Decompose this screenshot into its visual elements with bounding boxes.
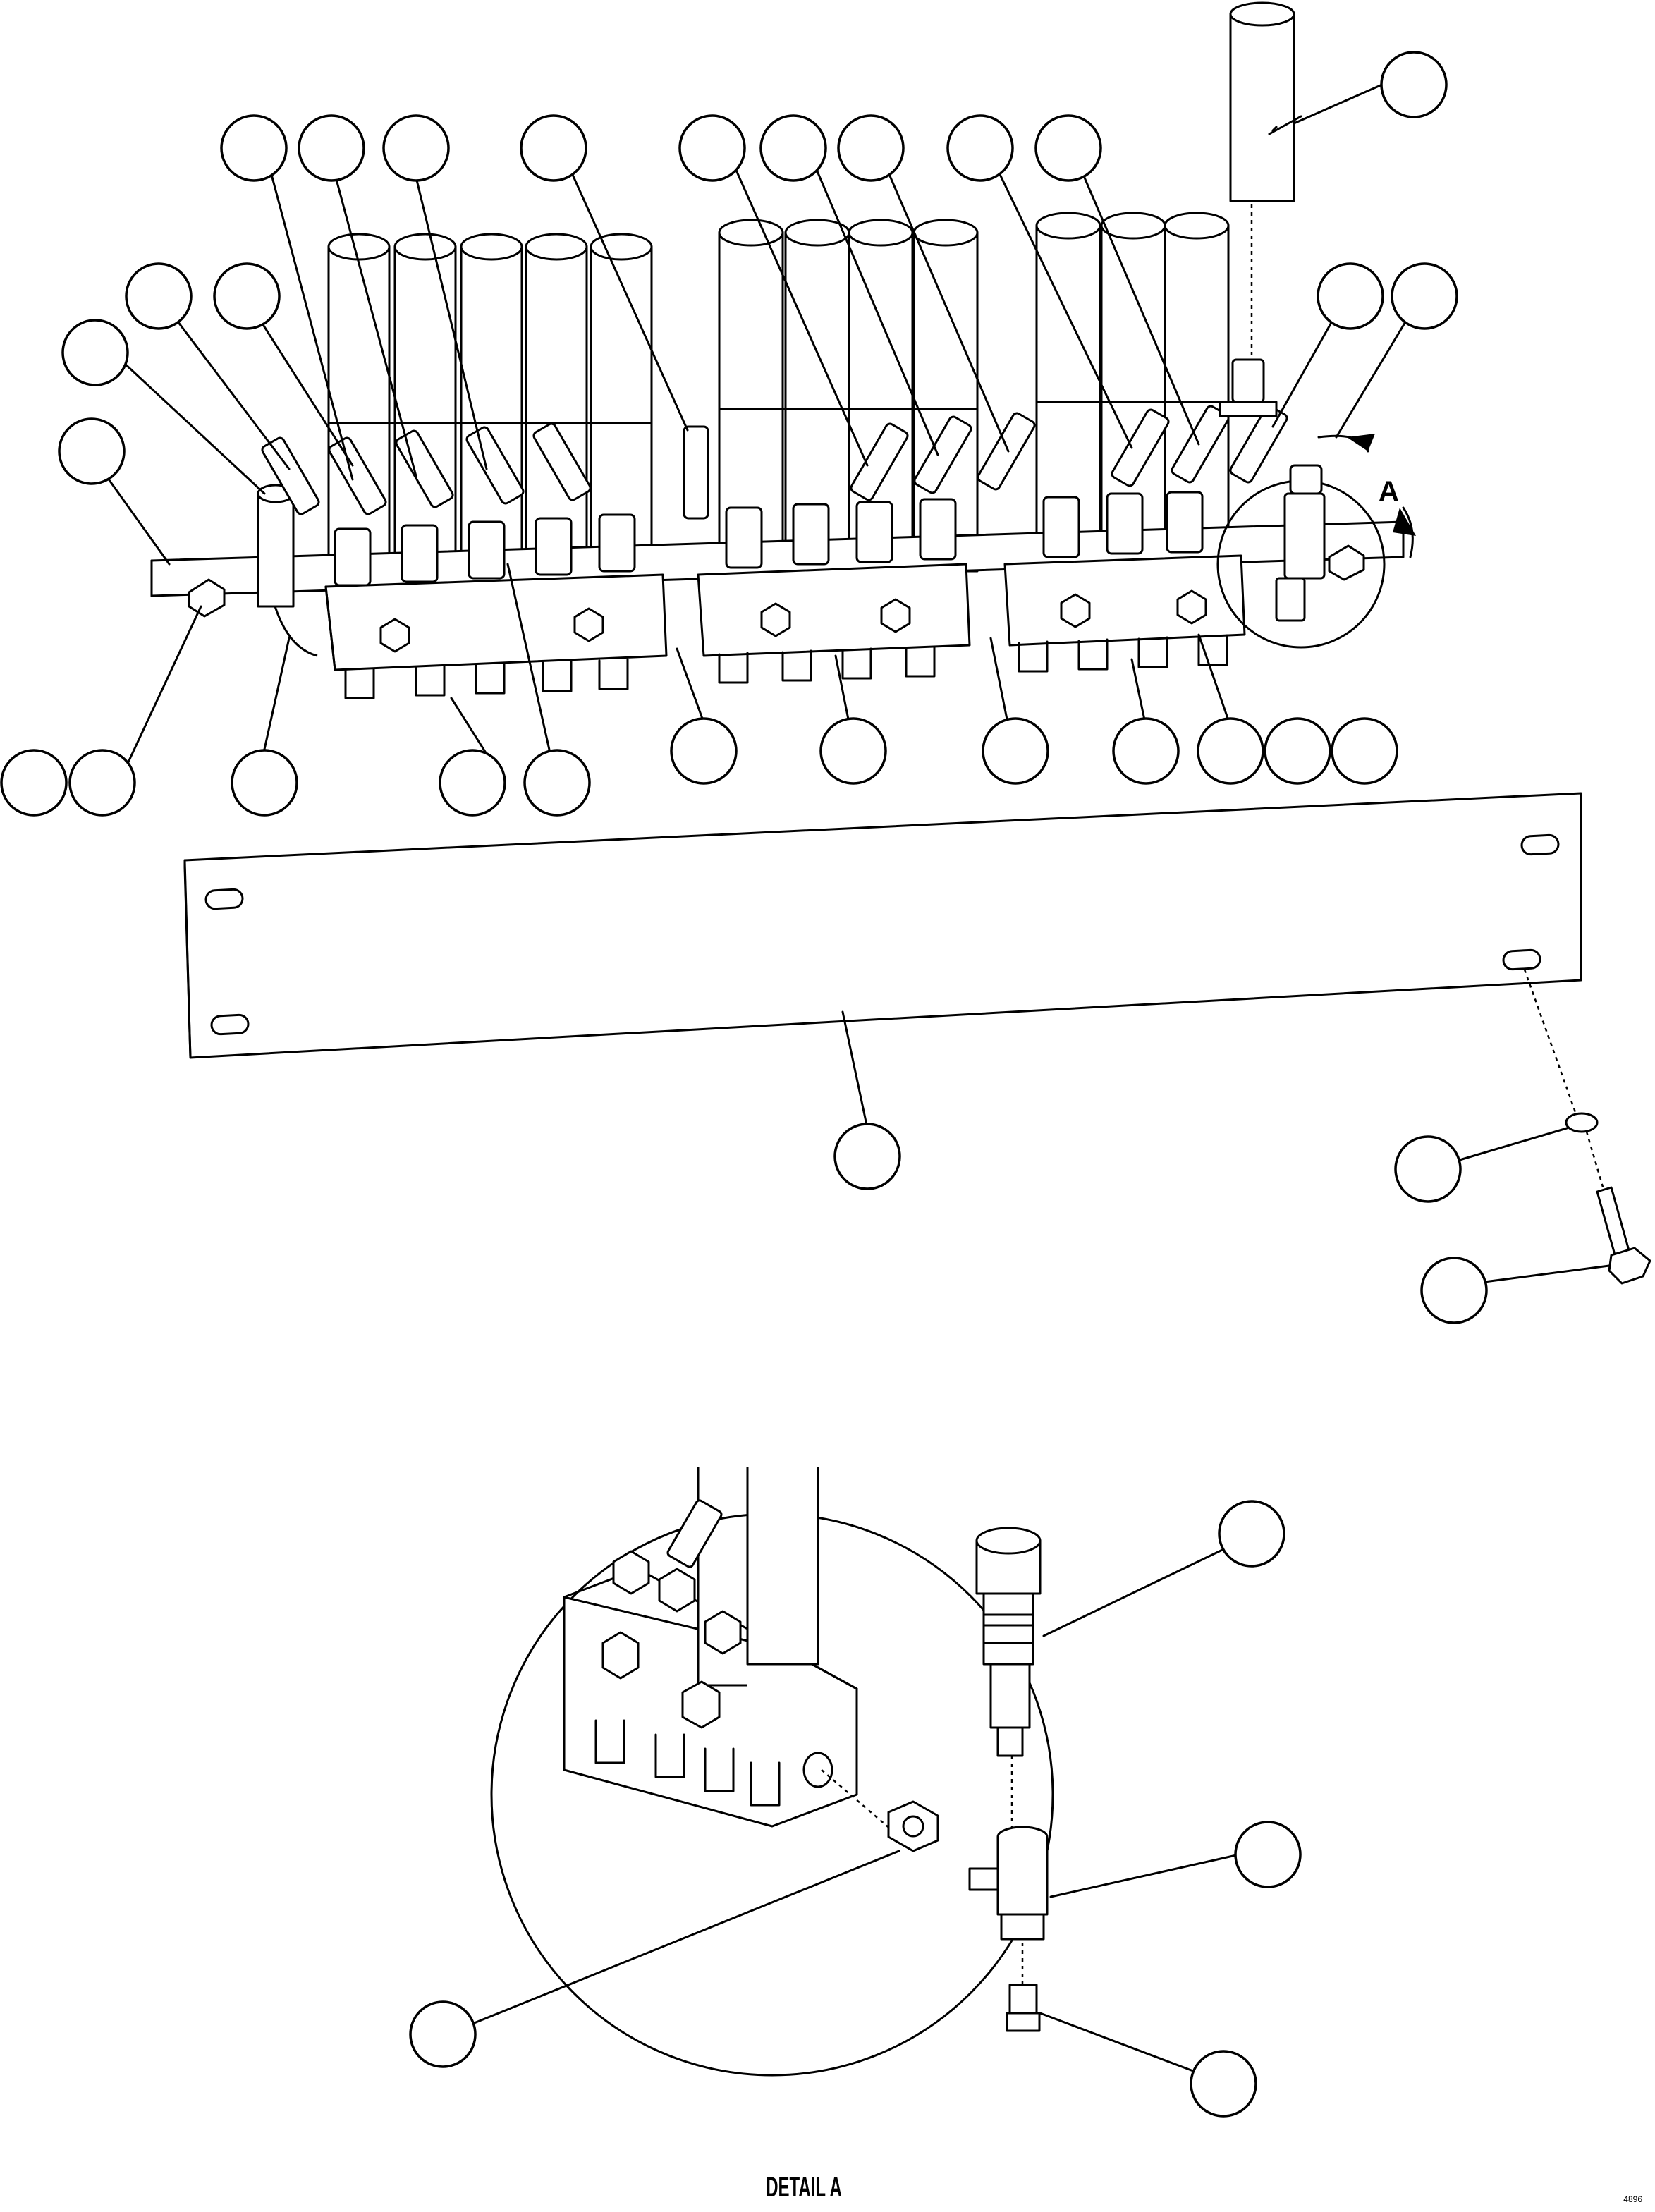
item-balloon-icon — [759, 114, 827, 182]
reservoir-cylinders — [327, 212, 1230, 587]
item-balloon-icon — [439, 749, 506, 817]
leader-lines — [97, 83, 1412, 770]
mounting-rail — [150, 520, 1405, 618]
detail-callout-letter: A — [1379, 476, 1399, 507]
item-balloon-icon — [946, 114, 1014, 182]
item-balloon-icon — [837, 114, 905, 182]
item-balloon-icon — [1112, 717, 1180, 785]
item-balloon-icon — [523, 749, 591, 817]
item-balloon-icon — [298, 114, 365, 182]
item-balloon-icon — [1234, 1821, 1302, 1888]
item-balloon-icon — [1391, 262, 1458, 330]
item-balloon-icon — [819, 717, 887, 785]
item-balloon-icon — [1218, 1500, 1285, 1568]
pressure-switch — [975, 1527, 1042, 1757]
item-balloon-icon — [670, 717, 738, 785]
item-balloon-icon — [1380, 51, 1448, 118]
item-balloon-icon — [0, 749, 68, 817]
manifold-assembly: A — [0, 1, 1458, 817]
item-balloon-icon — [1420, 1257, 1488, 1324]
item-balloon-icon — [382, 114, 450, 182]
detail-title: DETAIL A — [766, 2172, 842, 2203]
distributor-valves — [334, 491, 1204, 587]
mounting-plate — [183, 792, 1651, 1324]
rail-bolt-right — [1328, 544, 1365, 581]
bushing — [887, 1800, 939, 1852]
detail-a-marker: A — [1216, 434, 1416, 649]
spare-cylinder — [1219, 1, 1295, 417]
item-balloons-upper — [0, 51, 1458, 817]
item-balloon-icon — [68, 749, 136, 817]
item-balloon-icon — [1197, 717, 1264, 785]
block-bolts — [379, 589, 1207, 653]
detail-a-view — [409, 1467, 1302, 2118]
item-balloon-icon — [1264, 717, 1331, 785]
outlet-stubs — [344, 634, 1228, 699]
rotation-arrow-icon — [1347, 434, 1375, 451]
plug — [1006, 1984, 1041, 2032]
drawing-code: 4896 — [1623, 2194, 1642, 2204]
item-balloon-icon — [1394, 1135, 1462, 1203]
rail-bolt-left — [188, 578, 226, 618]
tee-fitting — [968, 1826, 1049, 1941]
item-balloon-icon — [409, 2000, 477, 2068]
item-balloon-icon — [213, 262, 281, 330]
item-balloon-icon — [231, 749, 298, 817]
item-balloon-icon — [833, 1123, 901, 1190]
item-balloon-icon — [125, 262, 193, 330]
item-balloon-icon — [678, 114, 746, 182]
item-balloon-icon — [58, 417, 126, 485]
item-balloon-icon — [982, 717, 1049, 785]
item-balloon-icon — [220, 114, 288, 182]
item-balloon-icon — [1317, 262, 1384, 330]
item-balloon-icon — [1034, 114, 1102, 182]
end-cylinder — [257, 484, 318, 657]
item-balloon-icon — [61, 319, 129, 386]
item-balloon-icon — [1331, 717, 1398, 785]
manifold-blocks — [324, 554, 1246, 671]
washer — [1565, 1112, 1599, 1133]
item-balloon-icon — [1190, 2050, 1257, 2118]
item-balloon-icon — [520, 114, 587, 182]
